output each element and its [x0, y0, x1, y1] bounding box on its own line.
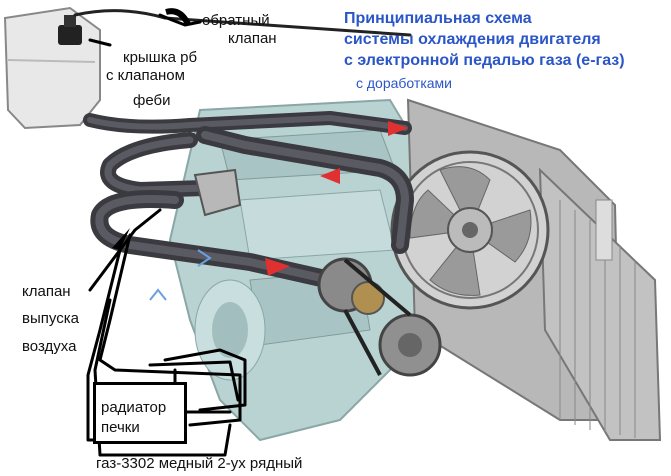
bottom-caption: газ-3302 медный 2-ух рядный	[96, 455, 303, 472]
expansion-tank	[3, 6, 101, 130]
cap-label-2: с клапаном	[106, 67, 185, 84]
heater-label-1: радиатор	[101, 399, 167, 416]
check-valve-label-2: клапан	[228, 30, 277, 47]
thermostat-housing	[193, 168, 242, 217]
check-valve-label-1: обратный	[202, 12, 270, 29]
flow-arrows	[265, 121, 408, 276]
cooling-fan	[390, 150, 550, 310]
hoses	[73, 9, 414, 289]
diagram-title: Принципиальная схема системы охлаждения …	[344, 8, 625, 71]
air-valve-label-2: выпуска	[22, 310, 79, 327]
diagram-subtitle: с доработками	[356, 75, 452, 91]
title-line-1: Принципиальная схема	[344, 10, 532, 27]
air-valve-label-1: клапан	[22, 283, 71, 300]
cap-label-3: феби	[133, 92, 171, 109]
air-valve-pointer	[112, 228, 130, 250]
check-valve-marker	[165, 8, 191, 26]
cap-label-1: крышка рб	[123, 49, 198, 66]
drawn-additions	[86, 13, 247, 457]
title-line-2: системы охлаждения двигателя	[344, 31, 601, 48]
title-line-3: с электронной педалью газа (е-газ)	[344, 52, 625, 69]
air-valve-label-3: воздуха	[22, 338, 77, 355]
flow-arrows-blue	[149, 249, 212, 301]
heater-label-2: печки	[101, 419, 140, 436]
heater-radiator-box: радиатор печки	[93, 382, 187, 444]
water-pump	[317, 257, 442, 377]
